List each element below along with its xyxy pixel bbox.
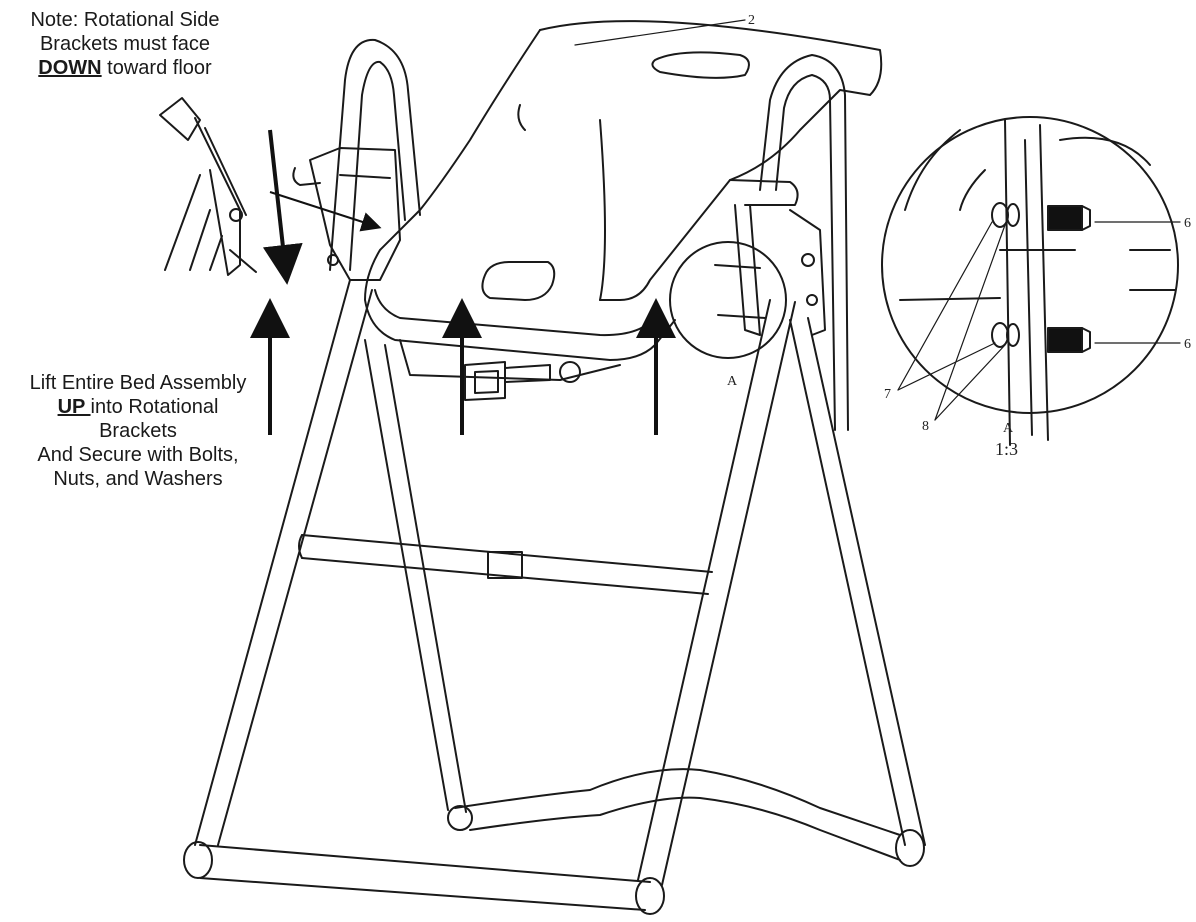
note-left-line4: And Secure with Bolts, — [37, 444, 239, 466]
down-arrow — [262, 129, 303, 285]
bracket-pointer-arrow — [269, 191, 382, 232]
detail-a-scale: 1:3 — [995, 439, 1018, 459]
note-top-line3: DOWN toward floor — [6, 56, 244, 80]
base-frame — [183, 768, 925, 915]
note-left-up-emphasis: UP — [57, 396, 91, 418]
cross-bar — [298, 534, 713, 595]
note-top-line3-rest: toward floor — [101, 57, 212, 79]
right-handle-bar — [759, 54, 849, 431]
callout-part-6-bottom: 6 — [1184, 337, 1191, 352]
bed-assembly — [364, 20, 883, 381]
left-rotational-bracket — [292, 147, 401, 281]
a-frame-front-left-leg — [194, 279, 373, 846]
right-rotational-bracket — [714, 179, 826, 336]
detail-a-magnified — [881, 116, 1179, 446]
callout-part-6-top: 6 — [1184, 216, 1191, 231]
arrows — [250, 129, 676, 435]
callout-part-2: 2 — [748, 13, 755, 28]
inset-bracket-illustration — [159, 97, 257, 276]
note-left-line2: UP into Rotational — [0, 395, 276, 419]
note-top-line1: Note: Rotational Side — [30, 9, 220, 31]
callout-part-8: 8 — [922, 419, 929, 434]
callout-part-7: 7 — [884, 387, 891, 402]
note-left-line1: Lift Entire Bed Assembly — [29, 372, 247, 394]
a-frame-rear-left-leg — [364, 339, 467, 813]
note-lift-bed: Lift Entire Bed Assembly UP into Rotatio… — [0, 371, 276, 491]
note-rotational-brackets: Note: Rotational Side Brackets must face… — [6, 8, 244, 80]
note-left-line3: Brackets — [99, 420, 177, 442]
a-frame-rear-right-leg — [789, 317, 926, 846]
note-left-line2-rest: into Rotational — [90, 396, 219, 418]
detail-a-label: A — [1003, 421, 1014, 436]
detail-ref-circle — [669, 241, 787, 359]
center-hitch — [464, 361, 581, 401]
leader-lines — [574, 19, 1181, 421]
a-frame-front-right-leg — [637, 299, 796, 886]
callout-detail-ref: A — [727, 374, 738, 389]
left-handle-bar — [329, 38, 421, 271]
note-left-line5: Nuts, and Washers — [53, 468, 223, 490]
note-top-line2: Brackets must face — [39, 33, 211, 55]
note-top-down-emphasis: DOWN — [38, 57, 102, 79]
